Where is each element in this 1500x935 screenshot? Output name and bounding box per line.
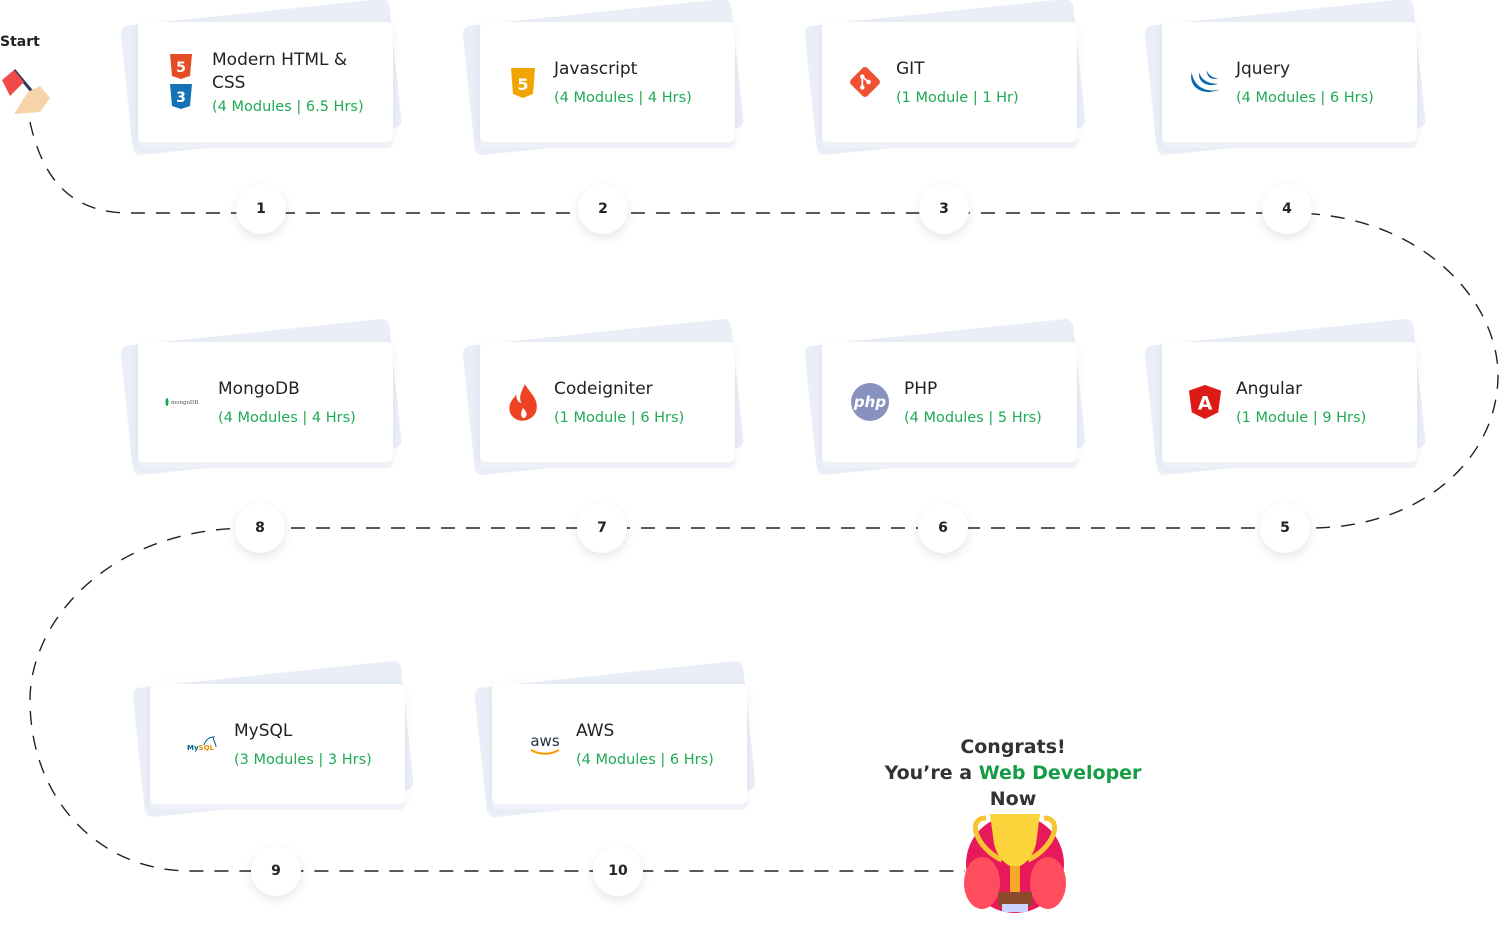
codeigniter-icon [506,379,540,425]
start-label: Start [0,34,40,50]
mongodb-icon: mongoDB [164,397,204,407]
step-marker: 7 [577,503,627,553]
javascript-icon: 5 [506,64,540,100]
step-marker: 9 [251,846,301,896]
svg-text:mongoDB: mongoDB [171,400,198,406]
course-meta: (1 Module | 6 Hrs) [554,410,685,426]
course-meta: (1 Module | 9 Hrs) [1236,410,1367,426]
git-icon [848,63,882,101]
course-card-angular[interactable]: A Angular (1 Module | 9 Hrs) [1143,318,1427,476]
course-title: Modern HTML & CSS [212,50,348,93]
svg-text:aws: aws [530,732,559,750]
course-meta: (4 Modules | 6 Hrs) [1236,90,1374,106]
congrats-prefix: You’re a [884,762,979,784]
step-marker: 4 [1262,184,1312,234]
course-card-mongodb[interactable]: mongoDB MongoDB (4 Modules | 4 Hrs) [119,318,403,476]
course-meta: (4 Modules | 4 Hrs) [554,90,692,106]
step-marker: 2 [578,184,628,234]
aws-icon: aws [528,732,562,756]
course-title: Javascript [554,59,638,79]
congrats-highlight: Web Developer [978,762,1142,784]
course-title: MySQL [234,721,293,741]
course-card-aws[interactable]: aws AWS (4 Modules | 6 Hrs) [473,660,757,818]
course-meta: (4 Modules | 5 Hrs) [904,410,1042,426]
trophy-icon [964,814,1066,913]
svg-text:php: php [853,393,886,411]
svg-text:5: 5 [176,60,186,76]
svg-text:3: 3 [176,90,186,106]
course-title: PHP [904,379,938,399]
step-marker: 6 [918,503,968,553]
step-marker: 3 [919,184,969,234]
angular-icon: A [1188,383,1222,421]
congrats-line1: Congrats! [960,736,1066,758]
course-title: MongoDB [218,379,300,399]
course-meta: (1 Module | 1 Hr) [896,90,1019,106]
congrats-message: Congrats! You’re a Web Developer Now [860,734,1166,812]
svg-text:5: 5 [517,75,528,94]
svg-text:MySQL: MySQL [187,744,215,752]
step-marker: 8 [235,503,285,553]
step-marker: 5 [1260,503,1310,553]
course-title: Jquery [1236,59,1291,79]
course-card-git[interactable]: GIT (1 Module | 1 Hr) [803,0,1087,156]
php-icon: php [850,382,890,422]
course-card-php[interactable]: php PHP (4 Modules | 5 Hrs) [803,318,1087,476]
course-meta: (4 Modules | 6 Hrs) [576,752,714,768]
congrats-suffix: Now [989,788,1037,810]
flag-icon [2,69,50,114]
course-card-jquery[interactable]: Jquery (4 Modules | 6 Hrs) [1143,0,1427,156]
jquery-icon [1188,66,1222,98]
course-card-javascript[interactable]: 5 Javascript (4 Modules | 4 Hrs) [461,0,745,156]
course-title: Angular [1236,379,1303,399]
step-marker: 1 [236,184,286,234]
course-meta: (3 Modules | 3 Hrs) [234,752,372,768]
course-card-mysql[interactable]: MySQL MySQL (3 Modules | 3 Hrs) [131,660,415,818]
step-marker: 10 [593,846,643,896]
course-title: Codeigniter [554,379,653,399]
mysql-icon: MySQL [186,735,220,753]
course-title: AWS [576,721,615,741]
course-title: GIT [896,59,925,79]
course-meta: (4 Modules | 6.5 Hrs) [212,99,364,115]
course-meta: (4 Modules | 4 Hrs) [218,410,356,426]
svg-text:A: A [1198,393,1213,415]
course-card-codeigniter[interactable]: Codeigniter (1 Module | 6 Hrs) [461,318,745,476]
